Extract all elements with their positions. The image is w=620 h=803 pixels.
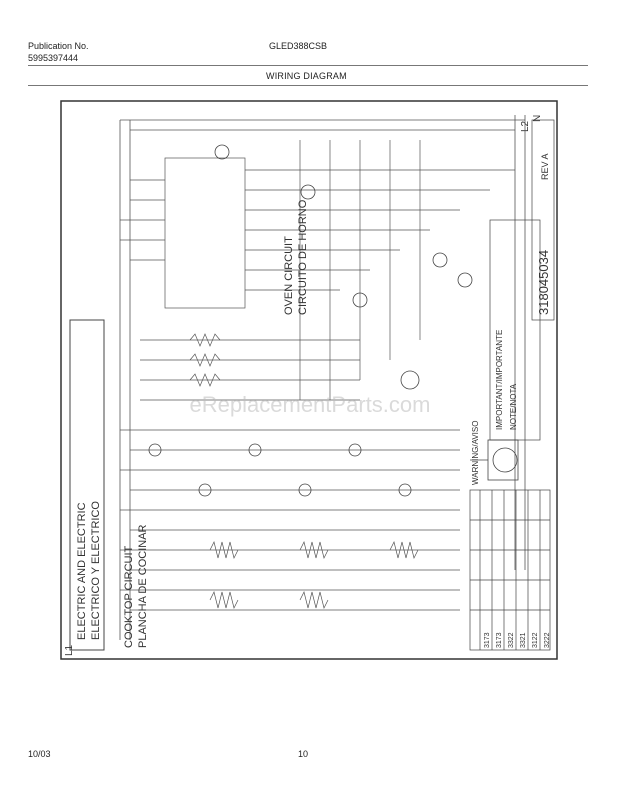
- header-rule-top: [28, 65, 588, 66]
- title-band: [69, 319, 105, 651]
- table-row: 3322: [508, 632, 515, 648]
- cooktop-circuit-title-en: COOKTOP CIRCUIT: [123, 545, 135, 648]
- part-number: 318045034: [536, 250, 551, 315]
- oven-circuit-wiring: [120, 140, 515, 401]
- cooktop-circuit-title-es: PLANCHA DE COCINAR: [137, 524, 149, 648]
- part-number-box: [531, 119, 555, 321]
- table-row: 3222: [544, 632, 551, 648]
- spec-table-rows: 3173 3173 3322 3321 3122 3222: [484, 632, 551, 648]
- table-row: 3122: [532, 632, 539, 648]
- revision-label: REV A: [540, 153, 550, 180]
- power-bus: [119, 115, 526, 640]
- note-label: NOTE/NOTA: [509, 383, 518, 430]
- oven-components: [214, 144, 473, 390]
- publication-number: 5995397444: [28, 53, 79, 63]
- page-number: 10: [298, 749, 309, 759]
- terminal-n: N: [532, 115, 543, 122]
- spec-table: [469, 489, 551, 651]
- door-lock-sketch: [470, 439, 519, 481]
- footer-date: 10/03: [28, 749, 51, 759]
- table-row: 3173: [484, 632, 491, 648]
- header-rule-bottom: [28, 85, 588, 86]
- schematic-title-en: ELECTRIC AND ELECTRIC: [76, 502, 88, 640]
- model-number: GLED388CSB: [269, 41, 328, 51]
- publication-label: Publication No.: [28, 41, 89, 51]
- table-row: 3173: [496, 632, 503, 648]
- cooktop-indicators: [148, 443, 412, 497]
- oven-circuit-title-en: OVEN CIRCUIT: [283, 236, 295, 315]
- table-row: 3321: [520, 632, 527, 648]
- page-title: WIRING DIAGRAM: [266, 71, 347, 81]
- warning-label: WARNING/AVISO: [471, 421, 480, 485]
- cooktop-circuit-wiring: [120, 429, 460, 611]
- wiring-schematic: ELECTRIC AND ELECTRIC ELECTRICO Y ELECTR…: [60, 100, 558, 660]
- terminal-l2: L2: [520, 120, 531, 132]
- terminal-l1: L1: [64, 644, 75, 656]
- oven-circuit-title-es: CIRCUITO DE HORNO: [297, 199, 309, 315]
- schematic-title-es: ELECTRICO Y ELECTRICO: [90, 501, 102, 640]
- schematic-frame: [60, 100, 558, 660]
- important-label: IMPORTANT/IMPORTANTE: [495, 330, 504, 430]
